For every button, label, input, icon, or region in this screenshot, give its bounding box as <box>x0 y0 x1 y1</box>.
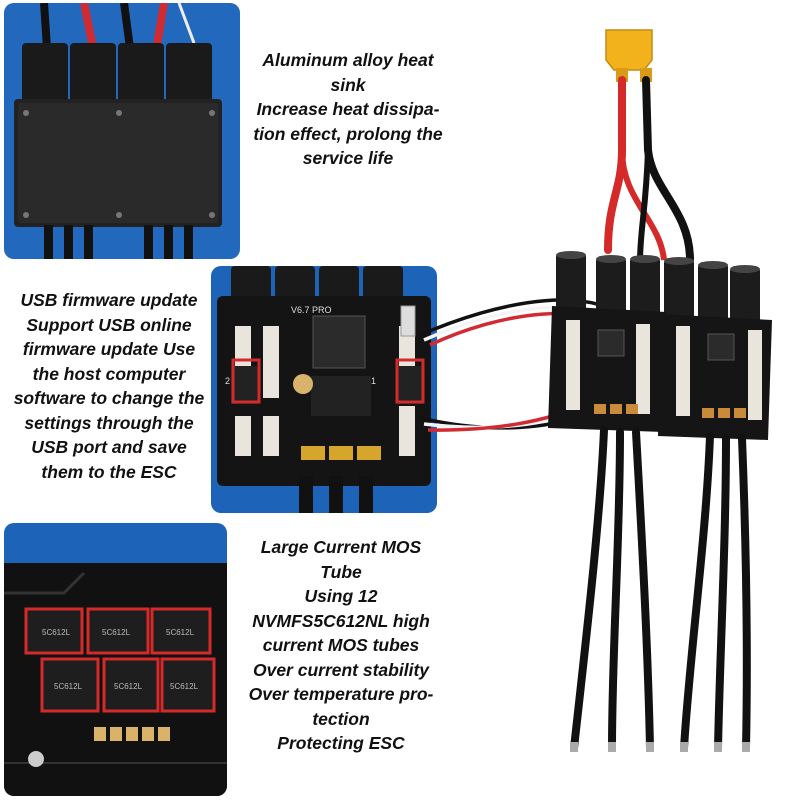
caption-line: USB port and save <box>31 437 187 457</box>
usb-caption: USB firmware update Support USB online f… <box>2 288 216 484</box>
usb-board-photo: V6.7 PRO 2 1 <box>211 266 437 513</box>
port-left-label: 2 <box>225 376 230 386</box>
caption-line: them to the ESC <box>41 461 177 482</box>
mos-label-top-1: 5C612L <box>42 628 71 637</box>
mos-caption: Large Current MOS Tube Using 12 NVMFS5C6… <box>236 535 446 756</box>
caption-line: Over current stability <box>252 659 430 680</box>
capacitors <box>556 251 760 328</box>
caption-line: Using 12 <box>304 586 378 606</box>
caption-line: service life <box>302 148 394 168</box>
caption-line: NVMFS5C612NL high <box>252 610 430 631</box>
caption-line: settings through the <box>24 412 194 433</box>
mos-label-bottom-1: 5C612L <box>54 682 83 691</box>
caption-line: Large Current MOS <box>260 537 422 557</box>
mos-label-top-3: 5C612L <box>166 628 195 637</box>
caption-line: Aluminum alloy heat <box>262 50 434 70</box>
heatsink-photo <box>4 3 240 259</box>
port-right-label: 1 <box>371 376 376 386</box>
xt-connector <box>605 29 653 82</box>
mos-label-top-2: 5C612L <box>102 628 131 637</box>
caption-line: USB firmware update <box>20 290 198 310</box>
esc-boards <box>548 306 772 440</box>
caption-line: Tube <box>320 561 362 582</box>
caption-line: sink <box>330 74 366 95</box>
mos-label-bottom-2: 5C612L <box>114 682 143 691</box>
caption-line: the host computer <box>32 363 186 384</box>
caption-line: tection <box>312 708 370 729</box>
caption-line: firmware update Use <box>22 339 196 359</box>
caption-line: current MOS tubes <box>262 635 420 655</box>
mos-photo: 5C612L 5C612L 5C612L 5C612L 5C612L 5C612… <box>4 523 227 796</box>
caption-line: Support USB online <box>26 314 192 335</box>
mos-label-bottom-3: 5C612L <box>170 682 199 691</box>
caption-line: Protecting ESC <box>277 733 405 753</box>
caption-line: Increase heat dissipa- <box>256 99 440 119</box>
caption-line: software to change the <box>13 388 205 408</box>
wire-tips <box>570 742 750 752</box>
motor-wires <box>570 426 751 752</box>
heatsink-caption: Aluminum alloy heat sink Increase heat d… <box>242 48 454 171</box>
caption-line: tion effect, prolong the <box>253 123 443 144</box>
board-version-label: V6.7 PRO <box>291 305 332 315</box>
caption-line: Over temperature pro- <box>248 684 434 704</box>
